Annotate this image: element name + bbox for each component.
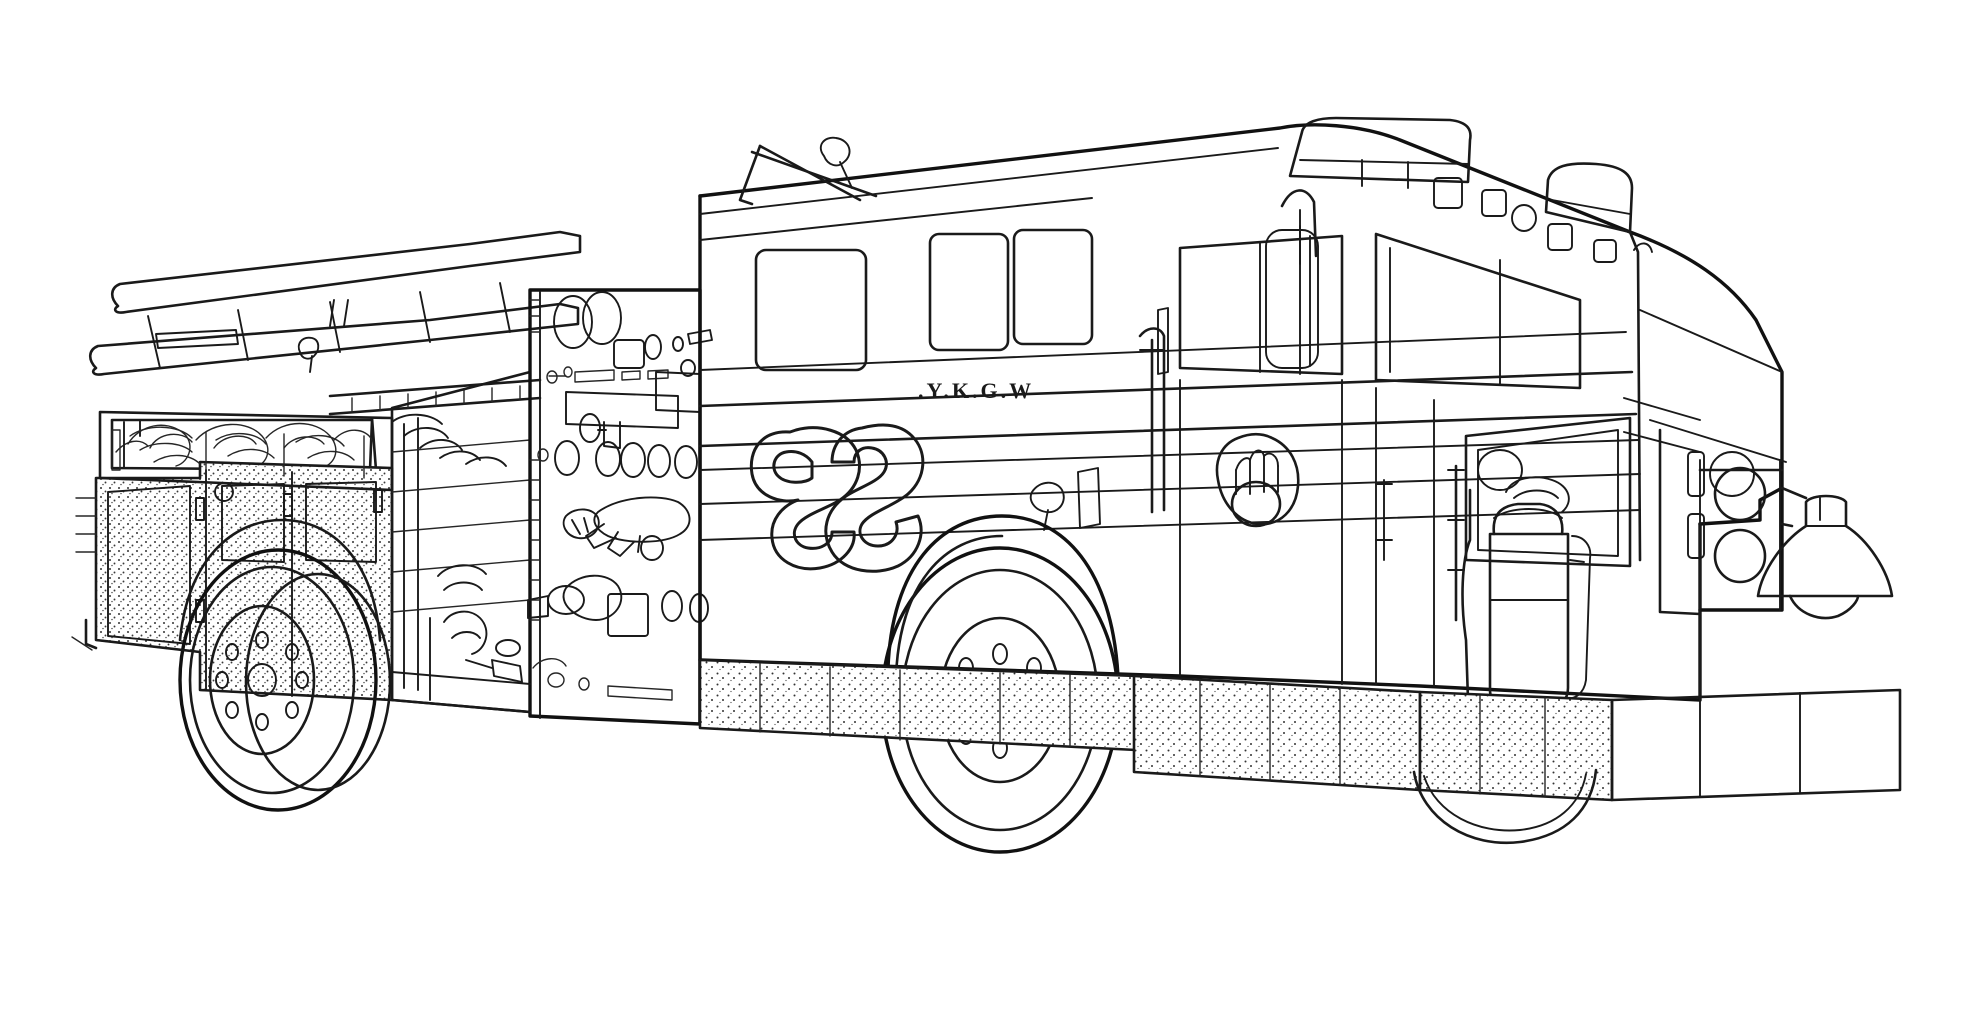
windshield: [1374, 232, 1582, 390]
cab-front-compartment: [1464, 416, 1755, 568]
panel-edge-hinges: [529, 299, 541, 621]
roof-lightbar: [1288, 116, 1472, 189]
mirror: [1157, 189, 1318, 375]
front-face: [1623, 397, 1787, 616]
deck-gun: [699, 147, 1279, 241]
rear-wheels: [178, 518, 392, 812]
marker-lights: [1433, 177, 1653, 263]
wheel-hub-lugs: [215, 631, 309, 731]
grab-handles: [1375, 464, 1465, 622]
warning-bell: [1756, 486, 1894, 620]
suction-hose: [328, 378, 542, 416]
ladder-rack: [88, 230, 582, 376]
small-lettering-text: .Y.K.G.W: [918, 378, 1034, 403]
cab-door-window: [1178, 225, 1344, 376]
antenna: [738, 136, 878, 206]
pump-control-box: [565, 359, 701, 449]
department-emblem: [1215, 432, 1300, 528]
running-board: [698, 658, 1902, 845]
mid-body-panel: [390, 370, 532, 714]
lower-trim: [95, 639, 532, 714]
hose-bed: [110, 413, 507, 472]
cab-body: [698, 123, 1784, 726]
small-lettering: .Y.K.G.W: [918, 378, 1034, 403]
pump-gauges: [553, 291, 684, 369]
ground-line: [71, 636, 93, 651]
pump-gauge-row: [537, 440, 698, 479]
side-fittings: [1029, 327, 1166, 531]
pump-nozzle-cluster: [562, 496, 691, 561]
cab-rear-trim: [1179, 379, 1435, 687]
pump-panel: [527, 288, 713, 726]
roof-beacon: [1544, 162, 1634, 234]
door-lettering: [749, 423, 925, 573]
pump-lower-valves: [527, 574, 709, 637]
crew-windows: [754, 228, 1094, 372]
